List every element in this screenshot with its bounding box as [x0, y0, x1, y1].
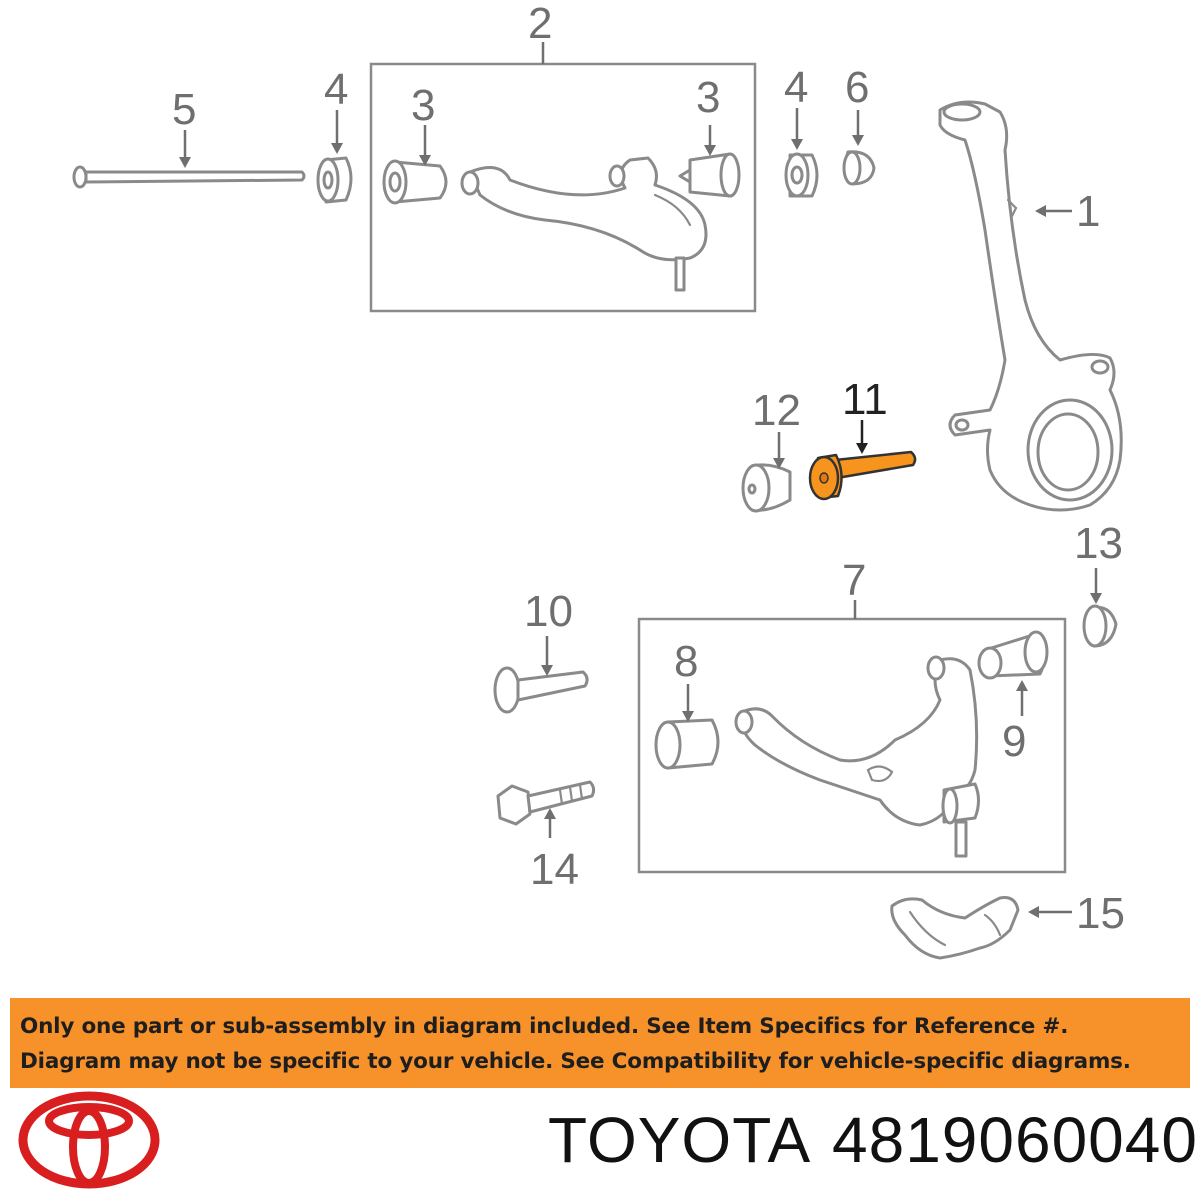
- callout-10: 10: [524, 587, 573, 636]
- part-15-bracket: [890, 896, 1020, 960]
- disclaimer-banner: Only one part or sub-assembly in diagram…: [10, 998, 1190, 1088]
- parts-diagram: 2 5 4 3 3: [72, 0, 1125, 960]
- part-12-cone-cap: [741, 463, 792, 513]
- lower-control-arm: [734, 655, 980, 858]
- callout-3b: 3: [696, 73, 720, 122]
- part-6-cap: [842, 150, 876, 186]
- part-4-washer-left: [316, 156, 353, 204]
- callout-13: 13: [1074, 519, 1123, 568]
- part-13-cap: [1082, 604, 1118, 648]
- callout-4b: 4: [784, 63, 808, 112]
- part-1-steering-knuckle: [938, 100, 1123, 512]
- callout-14: 14: [530, 845, 579, 894]
- callout-12: 12: [752, 386, 801, 435]
- callout-4a: 4: [324, 65, 348, 114]
- callout-15: 15: [1076, 889, 1125, 938]
- part-10-bolt: [493, 666, 589, 714]
- brand-name: TOYOTA: [548, 1104, 812, 1176]
- part-3-bushing-left: [382, 159, 448, 205]
- callout-2: 2: [528, 0, 552, 48]
- part-number: 4819060040: [832, 1104, 1198, 1176]
- callout-8: 8: [674, 637, 698, 686]
- upper-control-arm: [460, 156, 708, 292]
- part-8-bushing: [654, 718, 720, 770]
- part-14-flange-bolt: [496, 780, 596, 826]
- callout-5: 5: [172, 85, 196, 134]
- callout-3a: 3: [411, 81, 435, 130]
- callout-1: 1: [1076, 187, 1100, 236]
- lower-arm-group-box: [637, 617, 1067, 874]
- callout-7: 7: [842, 556, 866, 605]
- toyota-logo-icon: [18, 1091, 160, 1189]
- part-11-cam-bolt-highlighted: [808, 450, 917, 501]
- callout-6: 6: [845, 63, 869, 112]
- part-9-bushing: [977, 630, 1049, 680]
- callout-11: 11: [842, 375, 888, 424]
- upper-arm-group-box: [369, 62, 757, 313]
- disclaimer-line-2: Diagram may not be specific to your vehi…: [20, 1049, 1131, 1074]
- disclaimer-line-1: Only one part or sub-assembly in diagram…: [20, 1014, 1069, 1039]
- callout-9: 9: [1002, 717, 1026, 766]
- part-3-bushing-right: [678, 152, 741, 198]
- part-4-washer-right: [784, 152, 819, 198]
- part-5-long-bolt: [72, 165, 306, 189]
